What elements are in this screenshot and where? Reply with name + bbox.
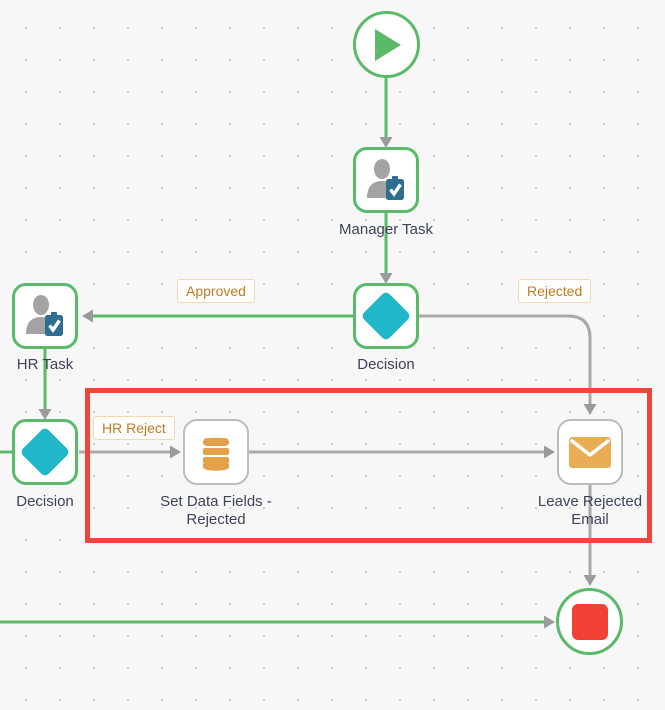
- user-task-icon: [367, 159, 404, 200]
- node-label-leave-rejected-email: Leave Rejected Email: [537, 493, 643, 528]
- stop-icon: [571, 603, 608, 640]
- arrowhead: [583, 575, 597, 586]
- edge-label-approved[interactable]: Approved: [177, 279, 255, 303]
- arrowhead: [170, 445, 181, 459]
- node-label-decision-1: Decision: [357, 356, 415, 373]
- node-label-decision-2: Decision: [16, 493, 74, 510]
- node-label-manager-task: Manager Task: [339, 221, 433, 238]
- node-decision-2[interactable]: [12, 419, 78, 485]
- arrowhead: [379, 137, 393, 148]
- edge-label-rejected[interactable]: Rejected: [518, 279, 592, 303]
- connector-rejected: [419, 314, 592, 405]
- arrowhead: [379, 273, 393, 284]
- envelope-icon: [569, 436, 611, 468]
- node-manager-task[interactable]: [353, 147, 419, 213]
- selection-highlight-rect: [85, 388, 652, 543]
- arrowhead: [544, 615, 555, 629]
- node-decision-1[interactable]: [353, 283, 419, 349]
- node-set-data-fields-rejected[interactable]: [183, 419, 249, 485]
- node-label-hr-task: HR Task: [16, 356, 74, 373]
- arrowhead: [82, 309, 93, 323]
- arrowhead: [583, 404, 597, 415]
- node-hr-task[interactable]: [12, 283, 78, 349]
- user-task-icon: [26, 295, 63, 336]
- diamond-icon: [360, 290, 412, 342]
- diamond-icon: [19, 426, 71, 478]
- arrowhead: [38, 409, 52, 420]
- node-end-event[interactable]: [556, 588, 623, 655]
- database-icon: [203, 437, 229, 471]
- play-icon: [374, 28, 401, 61]
- arrowhead: [544, 445, 555, 459]
- node-label-set-data-fields: Set Data Fields - Rejected: [160, 493, 272, 528]
- node-start-event[interactable]: [353, 11, 420, 78]
- node-leave-rejected-email[interactable]: [557, 419, 623, 485]
- edge-label-hr-reject[interactable]: HR Reject: [93, 416, 175, 440]
